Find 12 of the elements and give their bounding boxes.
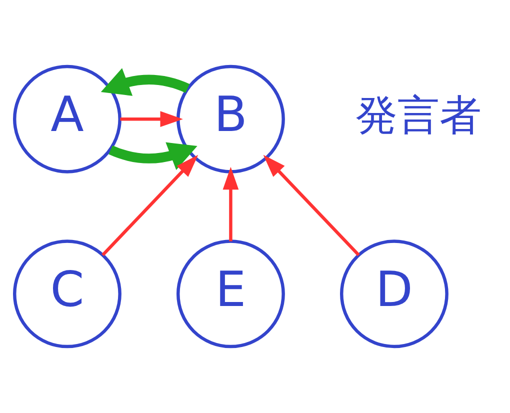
arrow (222, 166, 239, 242)
arrow (263, 154, 360, 256)
arrow (100, 68, 190, 96)
node-circle: D (340, 240, 448, 348)
node-circle: A (12, 64, 122, 174)
arrow (102, 154, 198, 256)
node-label: 発言者 (355, 90, 482, 140)
arrow (108, 142, 198, 170)
node-circle: B (176, 64, 285, 174)
node-circle: E (176, 240, 285, 348)
node-circle: C (12, 240, 122, 348)
arrow (120, 111, 183, 128)
